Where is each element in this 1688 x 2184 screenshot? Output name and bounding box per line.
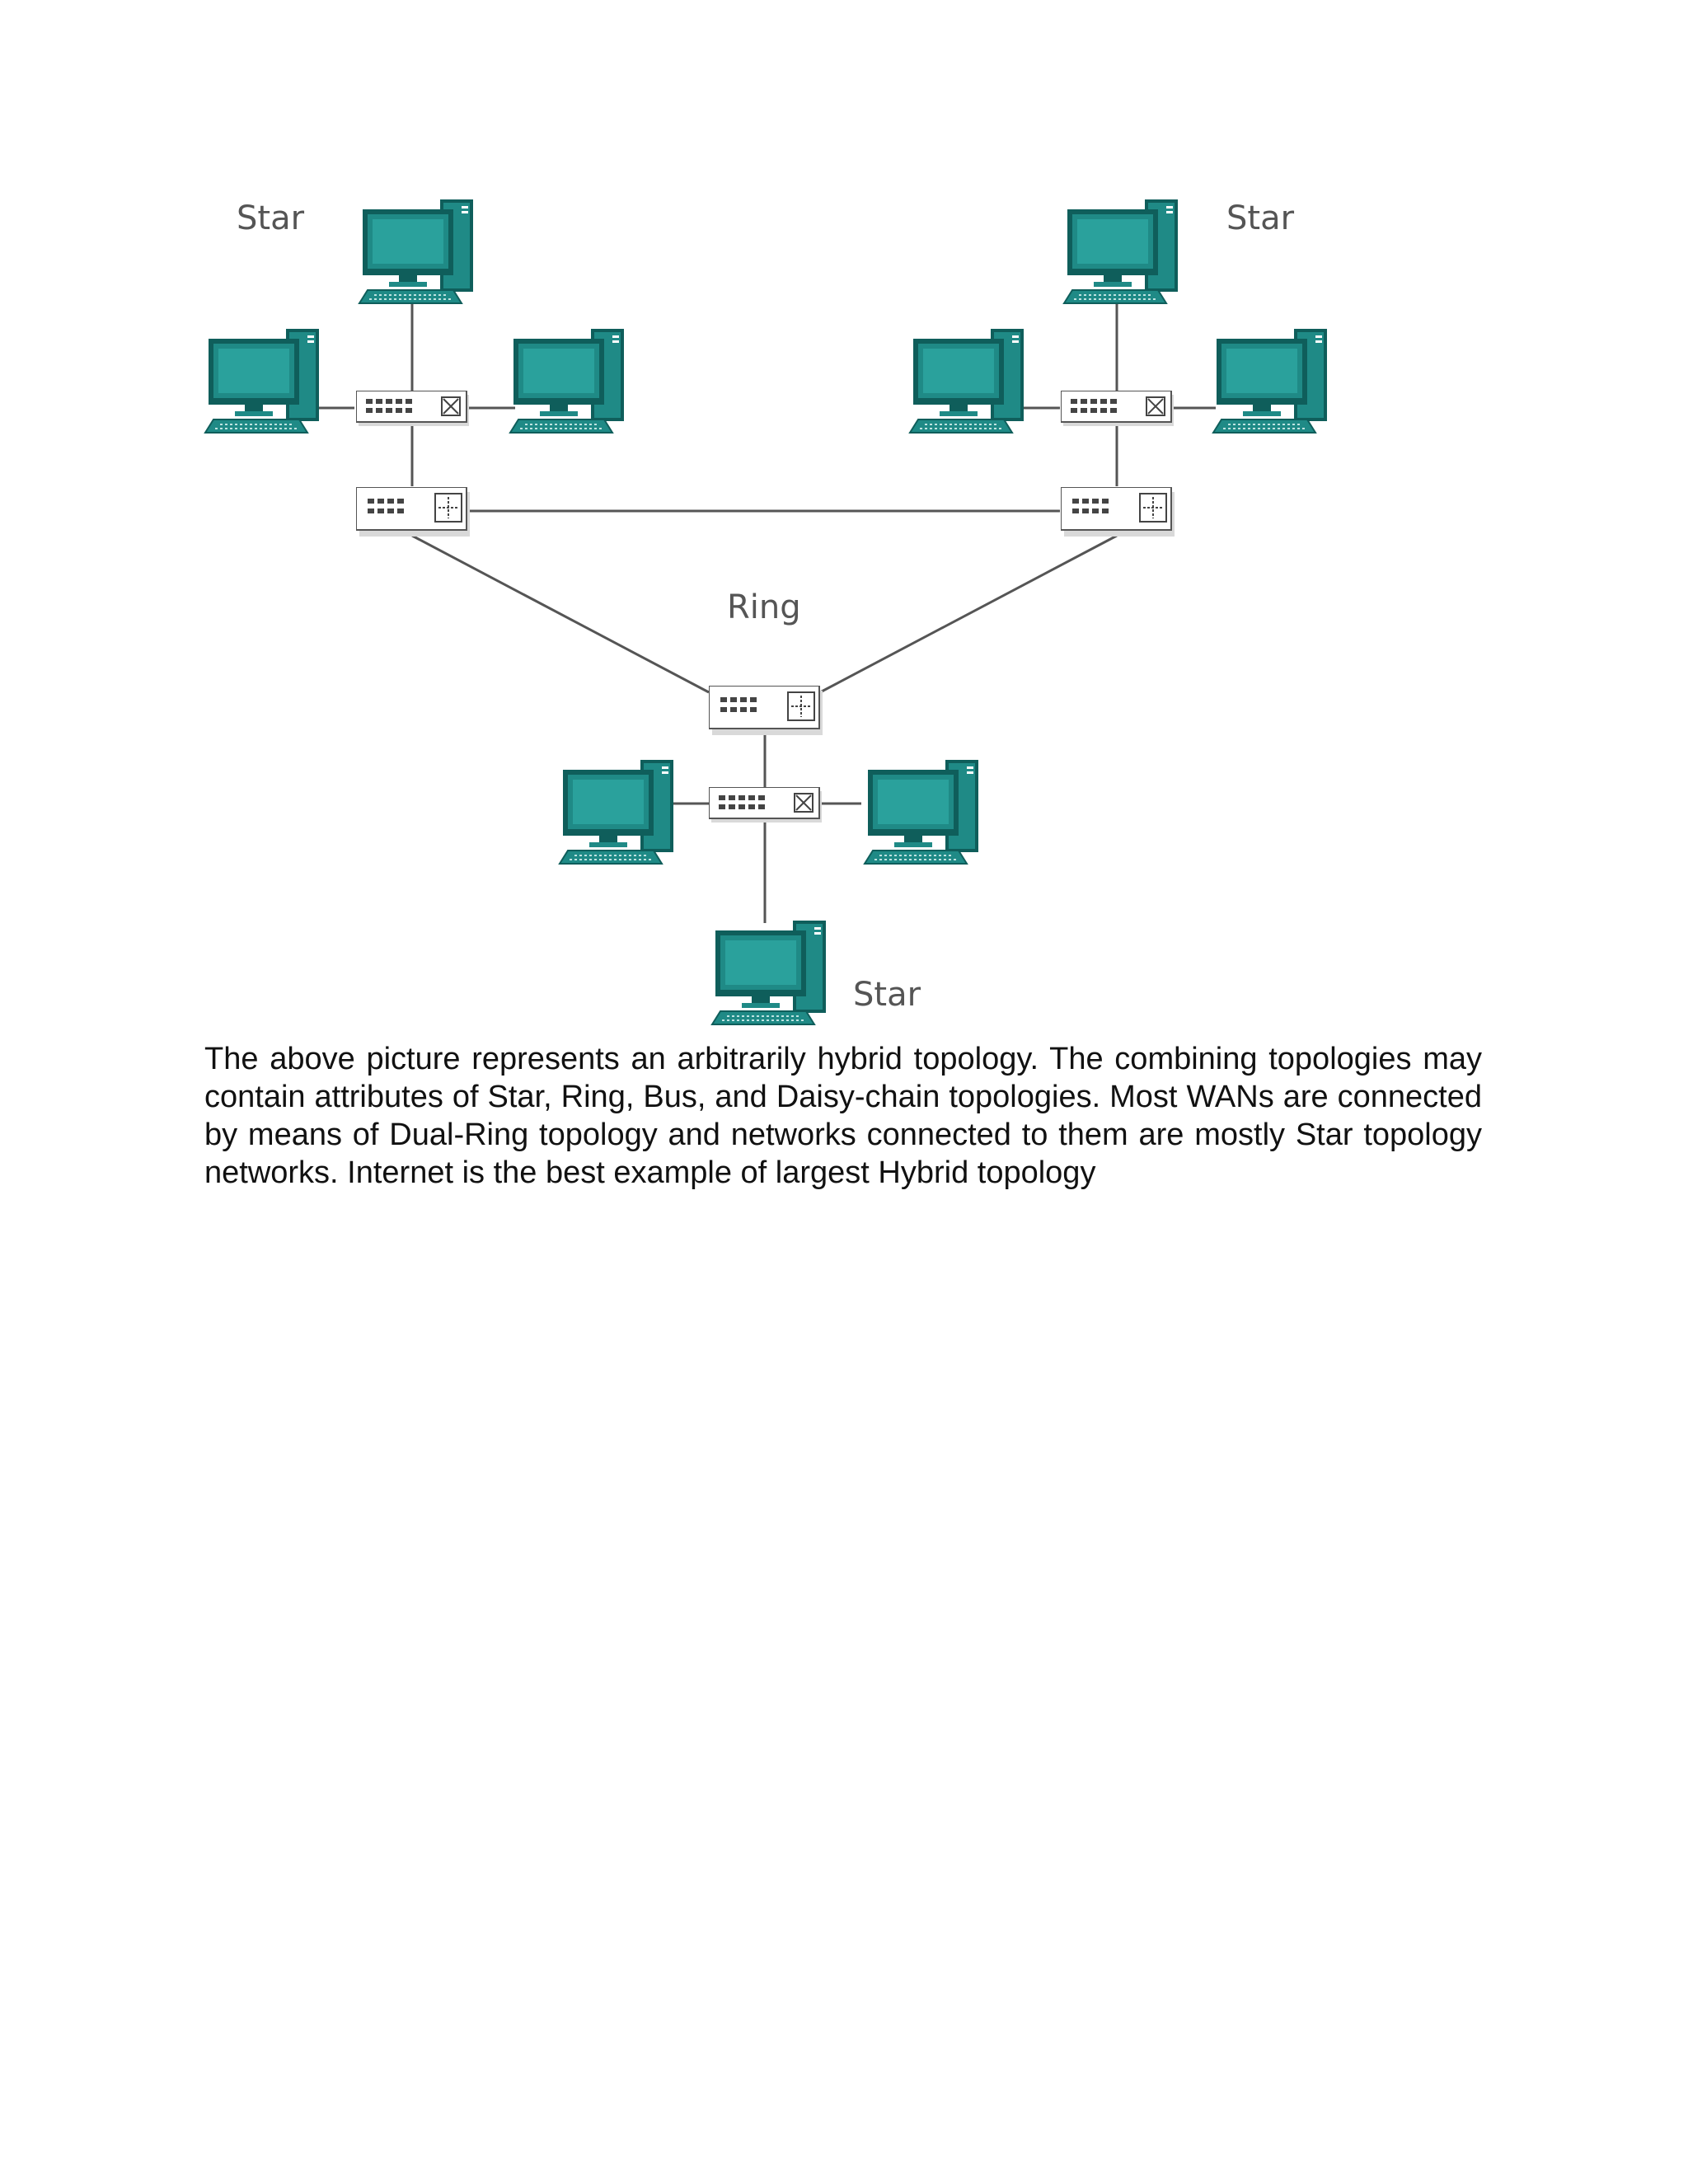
computer-icon xyxy=(1212,328,1328,434)
computer-icon xyxy=(509,328,625,434)
hub-icon xyxy=(1061,487,1175,537)
label-ring: Ring xyxy=(727,588,801,626)
switch-icon xyxy=(356,391,470,427)
caption-paragraph: The above picture represents an arbitrar… xyxy=(204,1042,1482,1190)
star-bottom xyxy=(559,686,979,1025)
star-top-right xyxy=(909,199,1328,537)
hub-icon xyxy=(709,686,823,736)
switch-icon xyxy=(1061,391,1175,427)
star-top-left xyxy=(204,199,625,537)
label-star-bottom: Star xyxy=(853,976,921,1014)
ring-link xyxy=(411,534,710,694)
switch-icon xyxy=(709,787,823,823)
hub-icon xyxy=(356,487,471,537)
computer-icon xyxy=(711,920,827,1025)
links xyxy=(317,297,1216,923)
computer-icon xyxy=(204,328,320,434)
computer-icon xyxy=(909,328,1025,434)
computer-icon xyxy=(359,199,474,304)
computer-icon xyxy=(864,759,979,865)
computer-icon xyxy=(1063,199,1179,304)
ring-link xyxy=(819,534,1118,694)
label-star-top-left: Star xyxy=(237,199,305,237)
label-star-top-right: Star xyxy=(1226,199,1295,237)
hybrid-topology-diagram: Star Star Ring Star xyxy=(204,199,1328,1025)
computer-icon xyxy=(559,759,674,865)
